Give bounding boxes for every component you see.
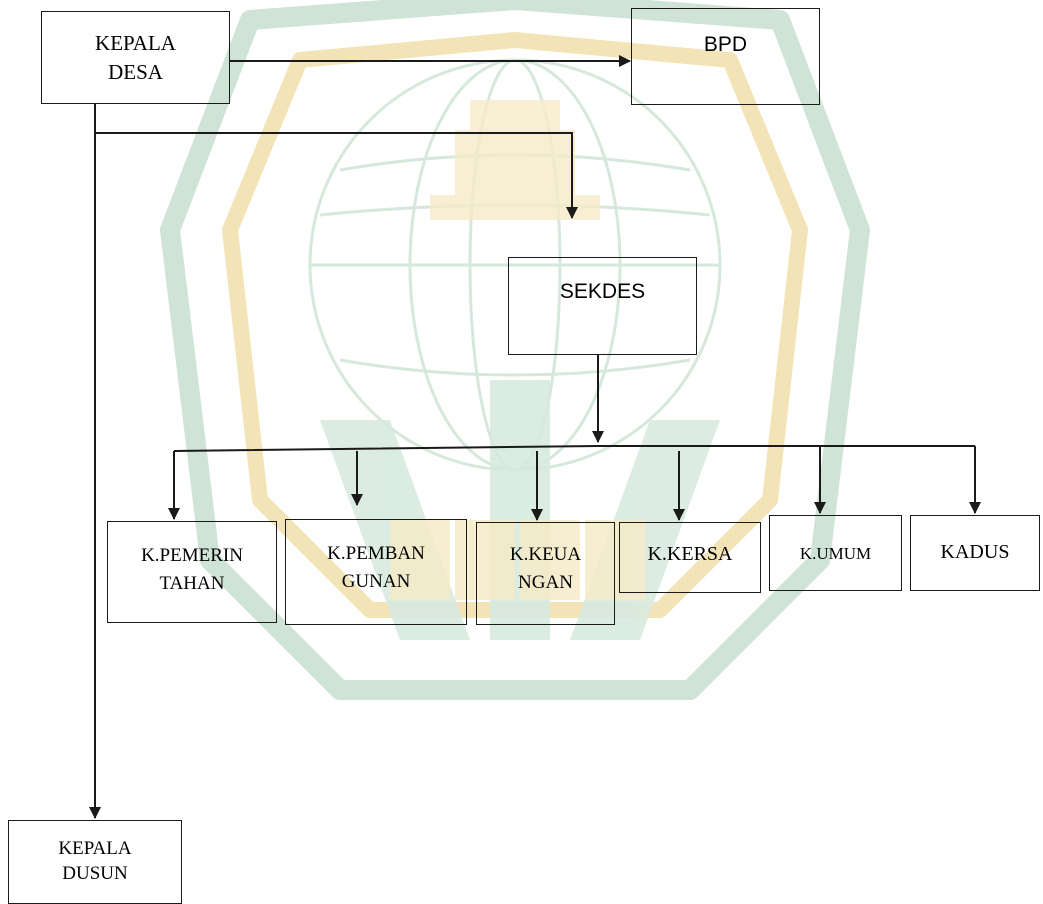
node-kadus: KADUS — [910, 515, 1040, 591]
node-label: KEPALA DUSUN — [58, 838, 132, 884]
node-sekdes: SEKDES — [508, 257, 697, 355]
node-k-pemerintahan: K.PEMERIN TAHAN — [107, 521, 277, 623]
node-label: K.KERSA — [647, 543, 733, 565]
edge-kepala-desa-sekdes — [95, 132, 578, 219]
node-label: K.PEMBAN GUNAN — [327, 543, 425, 592]
node-label: BPD — [703, 33, 748, 56]
node-bpd: BPD — [631, 8, 820, 105]
node-label: K.KEUA NGAN — [509, 544, 582, 593]
node-kepala-dusun: KEPALA DUSUN — [8, 820, 182, 904]
node-kepala-desa: KEPALA DESA — [41, 11, 230, 104]
node-label: KEPALA DESA — [95, 31, 176, 84]
node-k-kersa: K.KERSA — [619, 522, 761, 593]
node-label: SEKDES — [559, 280, 646, 303]
node-label: K.PEMERIN TAHAN — [141, 545, 243, 594]
node-k-keuangan: K.KEUA NGAN — [476, 522, 615, 625]
node-k-umum: K.UMUM — [769, 515, 902, 591]
node-label: KADUS — [940, 541, 1010, 563]
node-label: K.UMUM — [799, 544, 872, 563]
bus-line — [173, 445, 975, 452]
node-k-pembangunan: K.PEMBAN GUNAN — [285, 519, 467, 625]
